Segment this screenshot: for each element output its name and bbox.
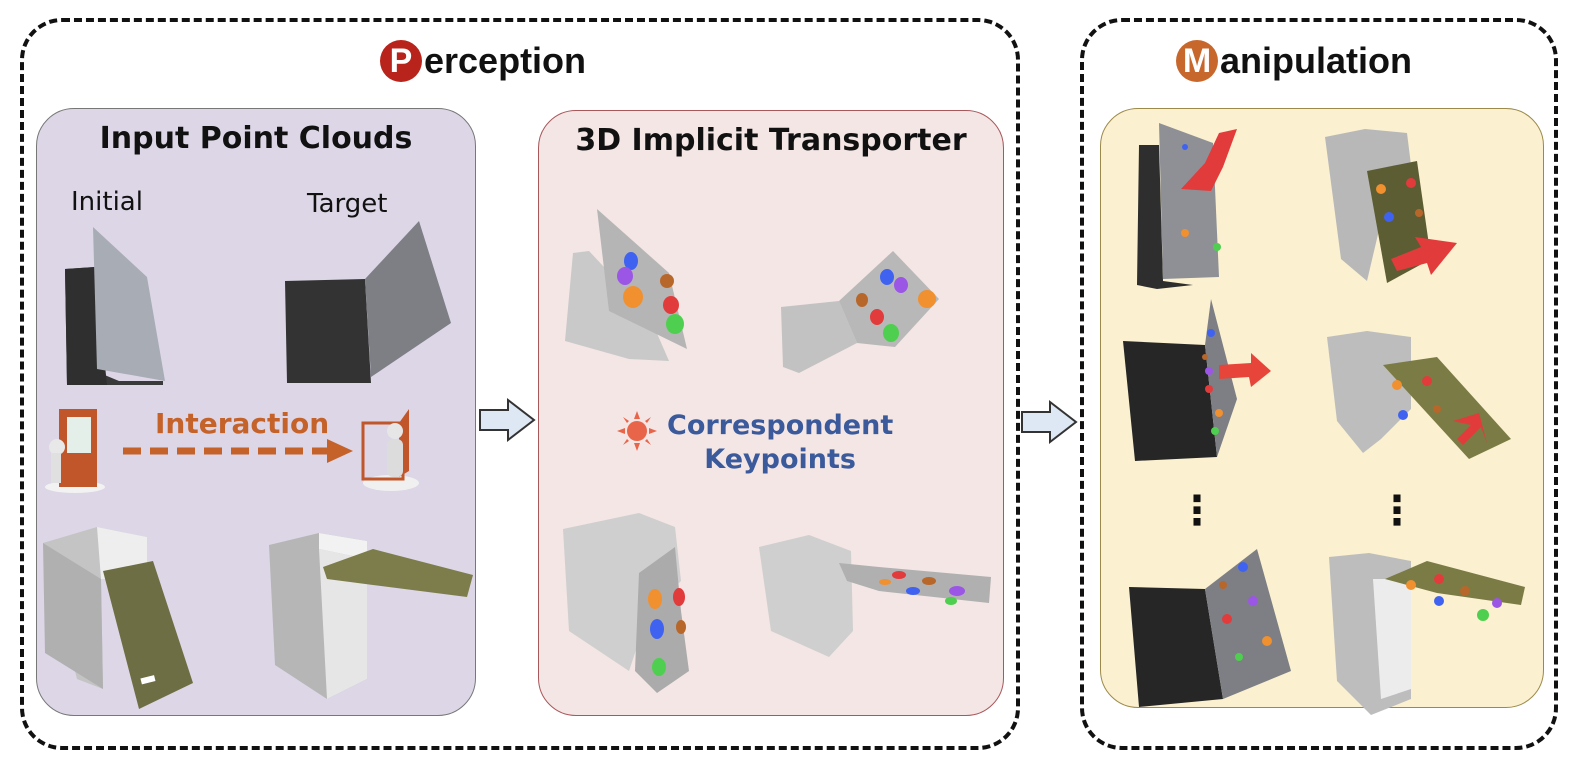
manipulation-cabinet-step2 [1327, 331, 1511, 459]
manipulation-group [1080, 18, 1558, 750]
correspondent-keypoints-label: Correspondent Keypoints [667, 409, 893, 477]
initial-cabinet-reconstruction [563, 513, 689, 693]
ellipsis-left: ⋮ [1177, 488, 1217, 534]
target-cabinet-pointcloud [269, 533, 473, 699]
transporter-panel-title: 3D Implicit Transporter [575, 123, 967, 158]
flow-arrow-perception [479, 397, 536, 443]
manipulation-panel: ⋮ ⋮ [1100, 108, 1544, 715]
implicit-transporter-panel: 3D Implicit Transporter Correspondent Ke… [538, 110, 1004, 716]
door-walk-through-icon [361, 409, 419, 491]
door-open-icon [45, 409, 105, 493]
interaction-dashed-arrow [123, 439, 353, 463]
keypoint-sun-icon [617, 411, 657, 451]
manipulation-title-text: anipulation [1220, 40, 1412, 81]
manipulation-laptop-step1 [1137, 123, 1237, 289]
keypoints-label-line1: Correspondent [667, 410, 894, 441]
perception-group [20, 18, 1020, 750]
manipulation-laptop-stepN [1129, 549, 1291, 707]
manipulation-cabinet-stepN [1329, 553, 1525, 715]
manipulation-cabinet-step1 [1325, 129, 1457, 283]
ellipsis-right: ⋮ [1377, 488, 1417, 534]
target-label: Target [307, 189, 388, 219]
initial-laptop-pointcloud [65, 227, 165, 385]
input-point-clouds-panel: Input Point Clouds Initial Target Intera… [36, 108, 476, 716]
manipulation-laptop-step2 [1123, 299, 1271, 461]
target-cabinet-reconstruction [759, 535, 991, 657]
initial-laptop-reconstruction [565, 209, 687, 361]
keypoints-label-line2: Keypoints [704, 444, 856, 475]
perception-title: P erception [380, 40, 586, 82]
manipulation-title: M anipulation [1176, 40, 1412, 82]
target-laptop-pointcloud [285, 221, 451, 383]
target-laptop-reconstruction [781, 251, 939, 373]
interaction-label: Interaction [155, 407, 330, 440]
perception-title-text: erception [424, 40, 587, 81]
flow-arrow-manipulation [1021, 399, 1078, 445]
perception-badge: P [380, 40, 422, 82]
input-panel-title: Input Point Clouds [99, 121, 413, 156]
manipulation-badge: M [1176, 40, 1218, 82]
initial-cabinet-pointcloud [43, 527, 193, 709]
initial-label: Initial [71, 187, 143, 217]
